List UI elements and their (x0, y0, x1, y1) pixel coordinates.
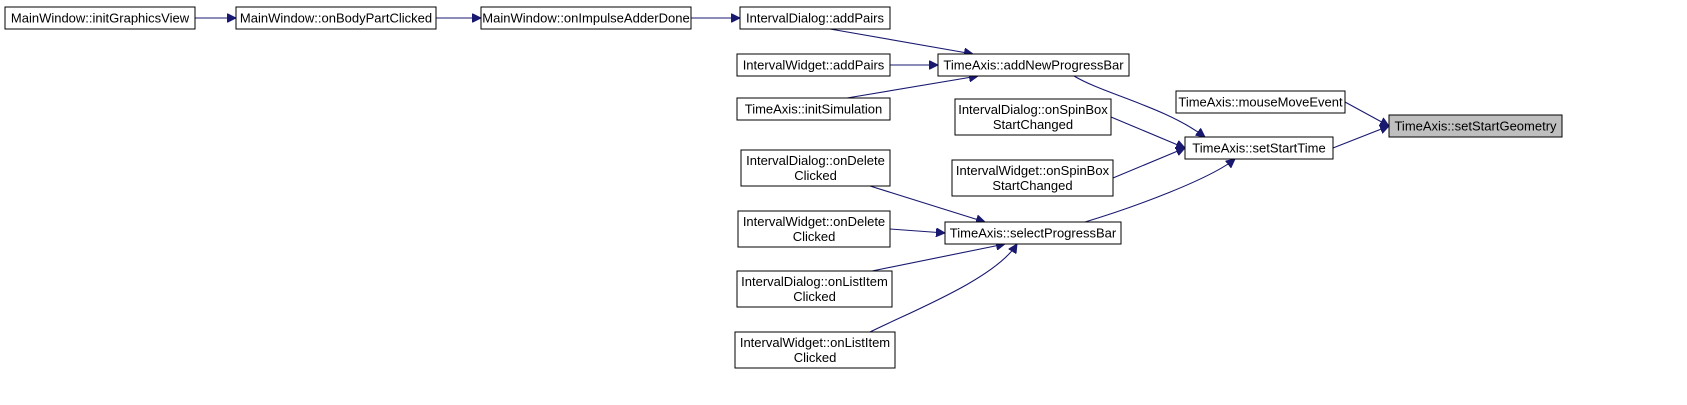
node-box (736, 53, 891, 77)
node-label: TimeAxis::initSimulation (745, 102, 883, 117)
node-box (954, 98, 1112, 136)
edge-id_onDeleteClicked-to-ta_selectProgressBar (869, 185, 985, 222)
node-label: Clicked (794, 350, 837, 365)
node-ta_setStartGeometry[interactable]: TimeAxis::setStartGeometry (1388, 114, 1563, 138)
edge-id_onSpinBoxStartChanged-to-ta_setStartTime (1110, 116, 1185, 148)
edge-iw_onSpinBoxStartChanged-to-ta_setStartTime (1112, 148, 1185, 179)
node-label: IntervalWidget::onListItem (740, 335, 890, 350)
node-label: MainWindow::onBodyPartClicked (240, 11, 432, 26)
node-ta_addNewProgressBar[interactable]: TimeAxis::addNewProgressBar (937, 53, 1130, 77)
node-mw_onImpulseAdderDone[interactable]: MainWindow::onImpulseAdderDone (480, 6, 692, 30)
edge-id_onListItemClicked-to-ta_selectProgressBar (871, 244, 1005, 272)
node-label: StartChanged (993, 117, 1073, 132)
node-box (739, 6, 891, 30)
node-label: IntervalWidget::onSpinBox (956, 163, 1110, 178)
node-label: TimeAxis::selectProgressBar (950, 226, 1117, 241)
node-label: IntervalDialog::onListItem (741, 274, 888, 289)
edge-iw_onListItemClicked-to-ta_selectProgressBar (869, 244, 1017, 333)
node-box (736, 97, 891, 121)
nodes-layer: MainWindow::initGraphicsView MainWindow::… (4, 6, 1563, 369)
edge-ta_setStartTime-to-ta_setStartGeometry (1332, 126, 1389, 149)
node-mw_initGraphicsView[interactable]: MainWindow::initGraphicsView (4, 6, 196, 30)
node-box (1388, 114, 1563, 138)
node-box (951, 159, 1114, 197)
node-label: IntervalWidget::addPairs (743, 58, 885, 73)
node-ta_setStartTime[interactable]: TimeAxis::setStartTime (1184, 136, 1334, 160)
node-label: MainWindow::onImpulseAdderDone (482, 11, 689, 26)
node-label: Clicked (793, 289, 836, 304)
node-box (944, 221, 1122, 245)
node-label: MainWindow::initGraphicsView (11, 11, 190, 26)
node-mw_onBodyPartClicked[interactable]: MainWindow::onBodyPartClicked (235, 6, 437, 30)
node-box (734, 331, 896, 369)
node-ta_initSimulation[interactable]: TimeAxis::initSimulation (736, 97, 891, 121)
node-label: StartChanged (992, 178, 1072, 193)
edge-iw_onDeleteClicked-to-ta_selectProgressBar (889, 229, 945, 233)
edge-ta_initSimulation-to-ta_addNewProgressBar (846, 76, 978, 99)
node-label: IntervalDialog::addPairs (746, 11, 885, 26)
node-box (480, 6, 692, 30)
node-iw_addPairs[interactable]: IntervalWidget::addPairs (736, 53, 891, 77)
node-box (937, 53, 1130, 77)
node-label: IntervalDialog::onDelete (746, 153, 885, 168)
node-label: Clicked (793, 229, 836, 244)
node-box (740, 149, 891, 187)
node-box (235, 6, 437, 30)
node-box (1184, 136, 1334, 160)
node-box (4, 6, 196, 30)
node-box (736, 270, 893, 308)
edge-ta_selectProgressBar-to-ta_setStartTime (1084, 159, 1235, 223)
node-box (1175, 90, 1346, 114)
edges-layer (195, 18, 1389, 333)
node-label: TimeAxis::addNewProgressBar (943, 58, 1124, 73)
node-label: TimeAxis::mouseMoveEvent (1178, 95, 1343, 110)
edge-id_addPairs-to-ta_addNewProgressBar (829, 28, 973, 54)
node-ta_selectProgressBar[interactable]: TimeAxis::selectProgressBar (944, 221, 1122, 245)
node-label: TimeAxis::setStartGeometry (1394, 119, 1557, 134)
edge-ta_mouseMoveEvent-to-ta_setStartGeometry (1344, 101, 1389, 127)
node-label: Clicked (794, 168, 837, 183)
node-id_addPairs[interactable]: IntervalDialog::addPairs (739, 6, 891, 30)
node-ta_mouseMoveEvent[interactable]: TimeAxis::mouseMoveEvent (1175, 90, 1346, 114)
edge-ta_addNewProgressBar-to-ta_setStartTime (1073, 75, 1205, 137)
node-box (737, 210, 891, 248)
node-label: IntervalDialog::onSpinBox (958, 102, 1108, 117)
node-label: TimeAxis::setStartTime (1192, 141, 1325, 156)
node-label: IntervalWidget::onDelete (743, 214, 885, 229)
